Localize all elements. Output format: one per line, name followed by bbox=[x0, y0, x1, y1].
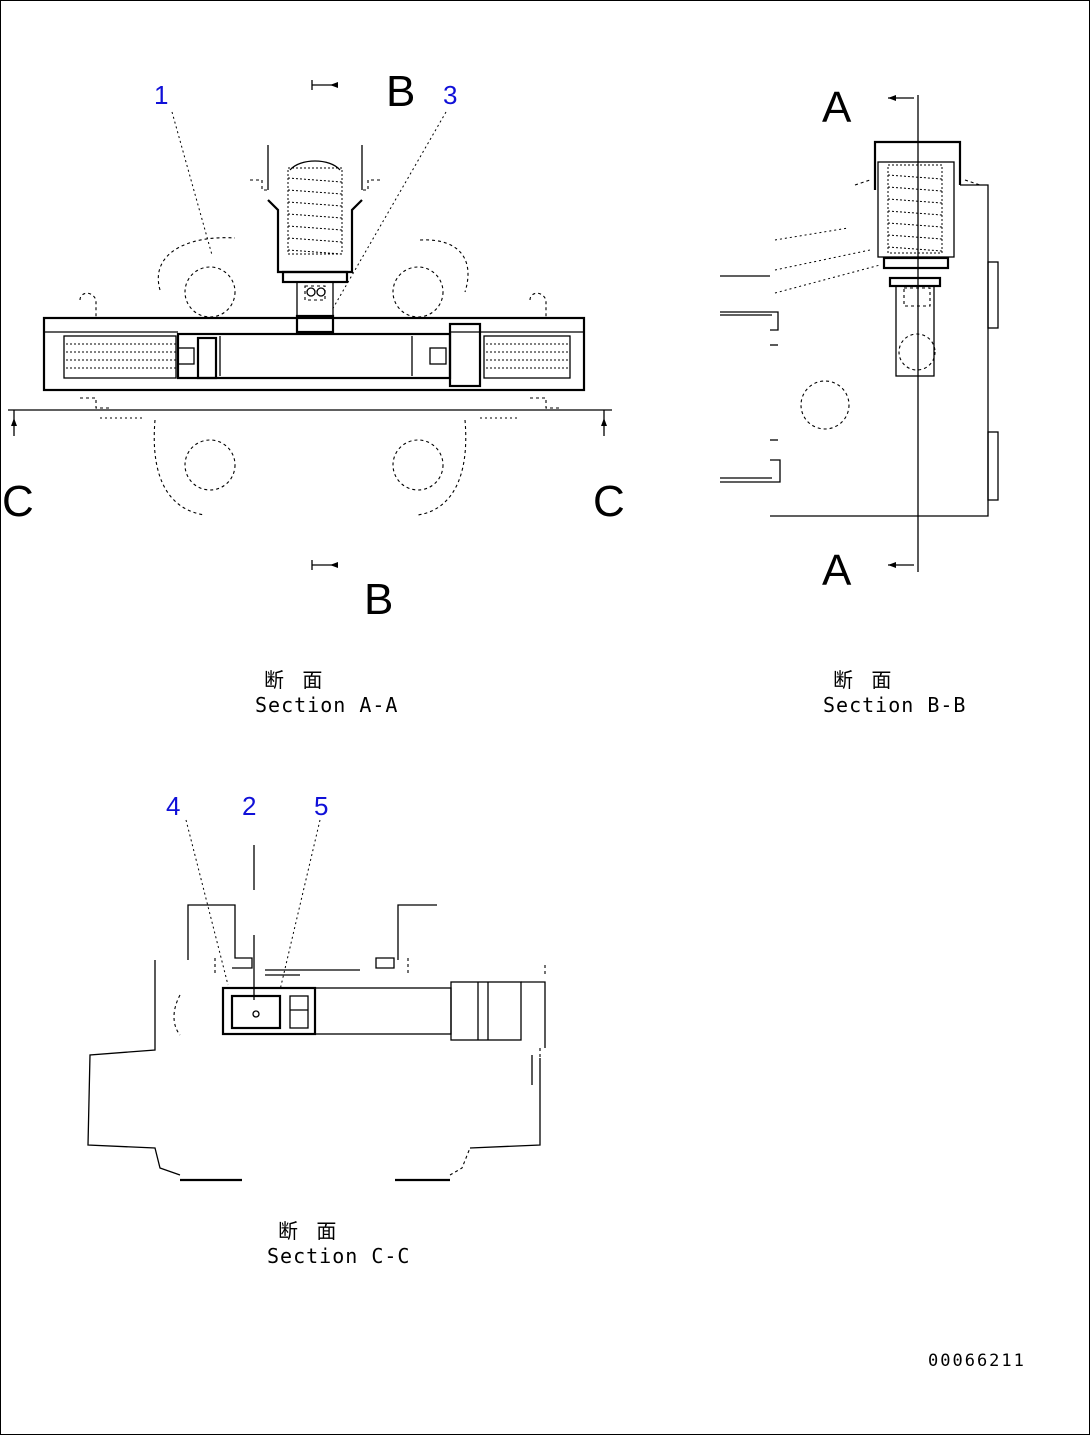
caption-a-a: Section A-A bbox=[255, 693, 398, 717]
callout-5: 5 bbox=[314, 791, 328, 821]
drawing-code: 00066211 bbox=[928, 1351, 1026, 1371]
cut-label-c-right: C bbox=[593, 477, 625, 526]
cut-mark-a-bottom bbox=[888, 562, 914, 568]
callout-3: 3 bbox=[443, 80, 457, 110]
callout-4: 4 bbox=[166, 791, 180, 821]
cut-label-a-top: A bbox=[822, 83, 852, 132]
cut-label-b-top: B bbox=[386, 67, 415, 116]
caption-b-b: Section B-B bbox=[823, 693, 966, 717]
cut-label-c-left: C bbox=[2, 477, 34, 526]
section-b-b-view: A A bbox=[720, 83, 999, 595]
caption-c-c-jp: 断 面 bbox=[278, 1219, 342, 1243]
cut-mark-c-right bbox=[601, 410, 607, 436]
cut-mark-b-bottom bbox=[311, 560, 338, 570]
cut-mark-a-top bbox=[888, 95, 914, 101]
center-spring-coils bbox=[287, 177, 343, 255]
section-a-a-view: B B bbox=[2, 67, 625, 624]
cut-mark-c-left bbox=[11, 410, 17, 436]
callout-2: 2 bbox=[242, 791, 256, 821]
section-c-c-view: 4 2 5 bbox=[87, 791, 546, 1182]
callout-1: 1 bbox=[154, 80, 168, 110]
cut-label-b-bottom: B bbox=[364, 575, 393, 624]
caption-a-a-jp: 断 面 bbox=[264, 668, 328, 692]
cut-label-a-bottom: A bbox=[822, 546, 852, 595]
caption-c-c: Section C-C bbox=[267, 1244, 410, 1268]
cut-mark-b-top bbox=[311, 80, 338, 90]
caption-b-b-jp: 断 面 bbox=[833, 668, 897, 692]
